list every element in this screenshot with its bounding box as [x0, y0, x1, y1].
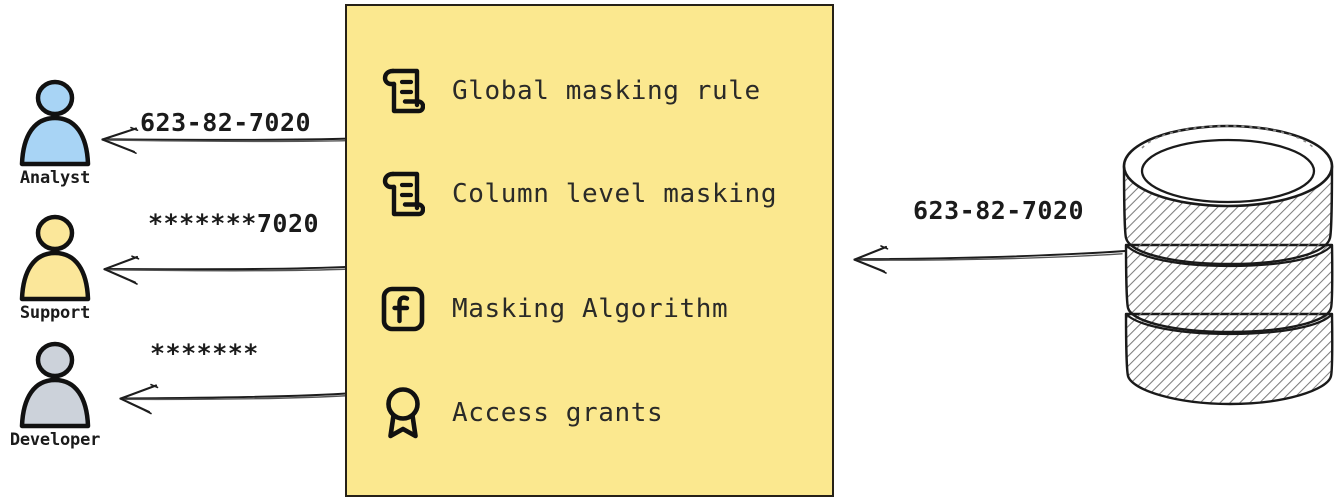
user-icon: [19, 214, 91, 302]
policy-item-label: Global masking rule: [452, 76, 761, 106]
user-icon: [19, 341, 91, 429]
actor-developer[interactable]: Developer: [0, 340, 110, 450]
scroll-icon: [380, 66, 426, 116]
actor-support[interactable]: Support: [0, 213, 110, 323]
policy-item-label: Access grants: [452, 398, 664, 428]
award-icon: [380, 387, 426, 439]
arrow-left-icon-developer: [119, 383, 355, 415]
flow-label-analyst: 623-82-7020: [140, 108, 312, 137]
flow-label-source: 623-82-7020: [913, 196, 1085, 225]
actor-analyst-label: Analyst: [19, 168, 91, 188]
arrow-left-icon-support: [103, 255, 354, 285]
database-cylinder-icon[interactable]: [1118, 118, 1340, 408]
flow-label-developer: *******: [150, 339, 259, 368]
function-icon: [380, 284, 426, 334]
policy-item-label: Masking Algorithm: [452, 294, 729, 324]
actor-analyst[interactable]: Analyst: [0, 78, 110, 188]
arrow-left-icon-source: [853, 245, 1126, 274]
flow-label-support: *******7020: [148, 209, 320, 238]
user-icon: [19, 79, 91, 167]
policy-item-access-grants[interactable]: Access grants: [380, 387, 664, 439]
actor-developer-label: Developer: [9, 430, 101, 450]
actor-support-label: Support: [19, 303, 91, 323]
policy-item-global-masking-rule[interactable]: Global masking rule: [380, 66, 761, 116]
policy-item-column-level-masking[interactable]: Column level masking: [380, 169, 777, 219]
policy-panel: Global masking rule Column level masking: [345, 4, 834, 497]
policy-item-masking-algorithm[interactable]: Masking Algorithm: [380, 284, 728, 334]
scroll-icon: [380, 169, 426, 219]
policy-item-label: Column level masking: [452, 179, 778, 209]
